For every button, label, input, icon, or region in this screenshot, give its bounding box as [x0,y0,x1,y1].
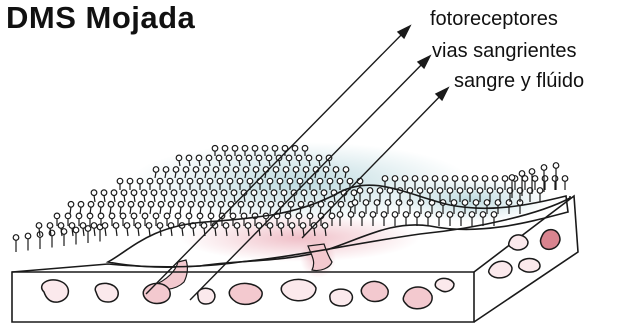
photoreceptor [68,202,74,215]
photoreceptor [128,202,134,215]
photoreceptor [85,226,91,243]
photoreceptor [138,202,144,215]
photoreceptor [414,212,420,226]
blood-cell [403,287,432,309]
photoreceptor [73,227,79,244]
photoreceptor [101,190,107,202]
blood-cell [489,261,512,278]
photoreceptor [61,229,67,246]
photoreceptor [98,202,104,215]
photoreceptor [148,202,154,215]
blood-cell [330,289,353,306]
photoreceptor [121,190,127,202]
blood-cell [281,279,316,300]
photoreceptor [102,223,108,236]
photoreceptor [562,176,568,190]
photoreceptor [117,178,123,190]
blood-cell [229,283,262,304]
photoreceptor [111,190,117,202]
photoreceptor [78,202,84,215]
photoreceptor [118,202,124,215]
blood-cell [509,235,528,250]
photoreceptor [25,233,31,250]
photoreceptor [124,223,130,236]
photoreceptor [403,212,409,226]
photoreceptor [542,176,548,190]
photoreceptor [113,223,119,236]
photoreceptor [157,223,163,236]
blood-cell [435,278,454,291]
blood-cell [42,280,69,302]
photoreceptor [168,223,174,236]
photoreceptor [91,223,97,236]
photoreceptor [552,176,558,190]
photoreceptor [131,190,137,202]
blood-cell [361,281,388,301]
photoreceptor [91,190,97,202]
photoreceptor [146,223,152,236]
blood-cell [95,283,118,302]
blood-cell [541,230,561,250]
photoreceptor [88,202,94,215]
blood-cell [198,288,215,304]
photoreceptor [158,202,164,215]
photoreceptor [108,202,114,215]
photoreceptor [13,235,19,252]
photoreceptor [135,223,141,236]
blood-cell [519,259,540,273]
